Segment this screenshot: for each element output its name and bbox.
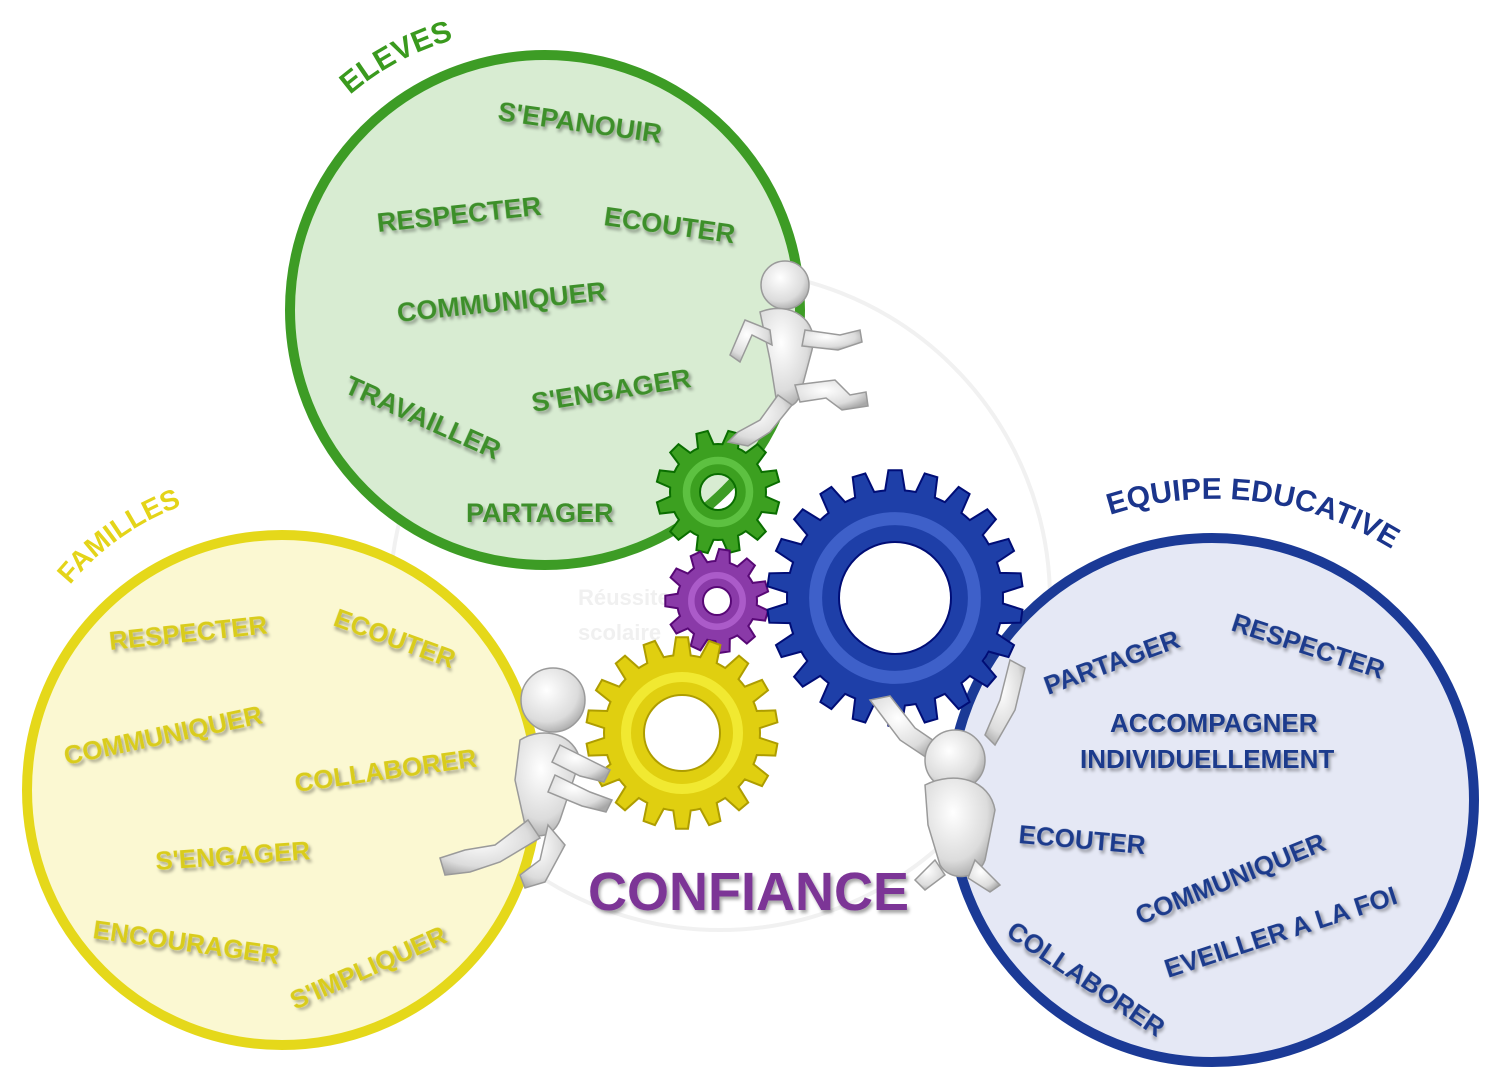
lifting-figure <box>868 658 1026 893</box>
watermark-text-2: scolaire <box>578 620 661 645</box>
equipe-circle-group: EQUIPE EDUCATIVE PARTAGER RESPECTER ACCO… <box>945 473 1479 1067</box>
familles-circle <box>22 530 542 1050</box>
equipe-circle <box>945 533 1479 1067</box>
climbing-figure <box>726 260 869 447</box>
gears-group <box>585 429 1024 830</box>
equipe-word-individuellement: INDIVIDUELLEMENT <box>1080 744 1334 774</box>
familles-circle-group: FAMILLES RESPECTER ECOUTER COMMUNIQUER C… <box>22 483 542 1050</box>
eleves-circle-group: ELEVES S'EPANOUIR RESPECTER ECOUTER COMM… <box>285 15 805 570</box>
eleves-circle <box>285 50 805 570</box>
blue-gear <box>766 469 1024 727</box>
purple-gear <box>664 547 770 655</box>
equipe-word-accompagner: ACCOMPAGNER <box>1110 708 1318 738</box>
yellow-gear <box>585 636 779 830</box>
confiance-label: CONFIANCE <box>588 862 909 922</box>
watermark-text-1: Réussite <box>578 585 670 610</box>
pushing-figure <box>439 667 614 889</box>
green-gear <box>655 429 781 555</box>
eleves-word-partager: PARTAGER <box>466 498 614 528</box>
